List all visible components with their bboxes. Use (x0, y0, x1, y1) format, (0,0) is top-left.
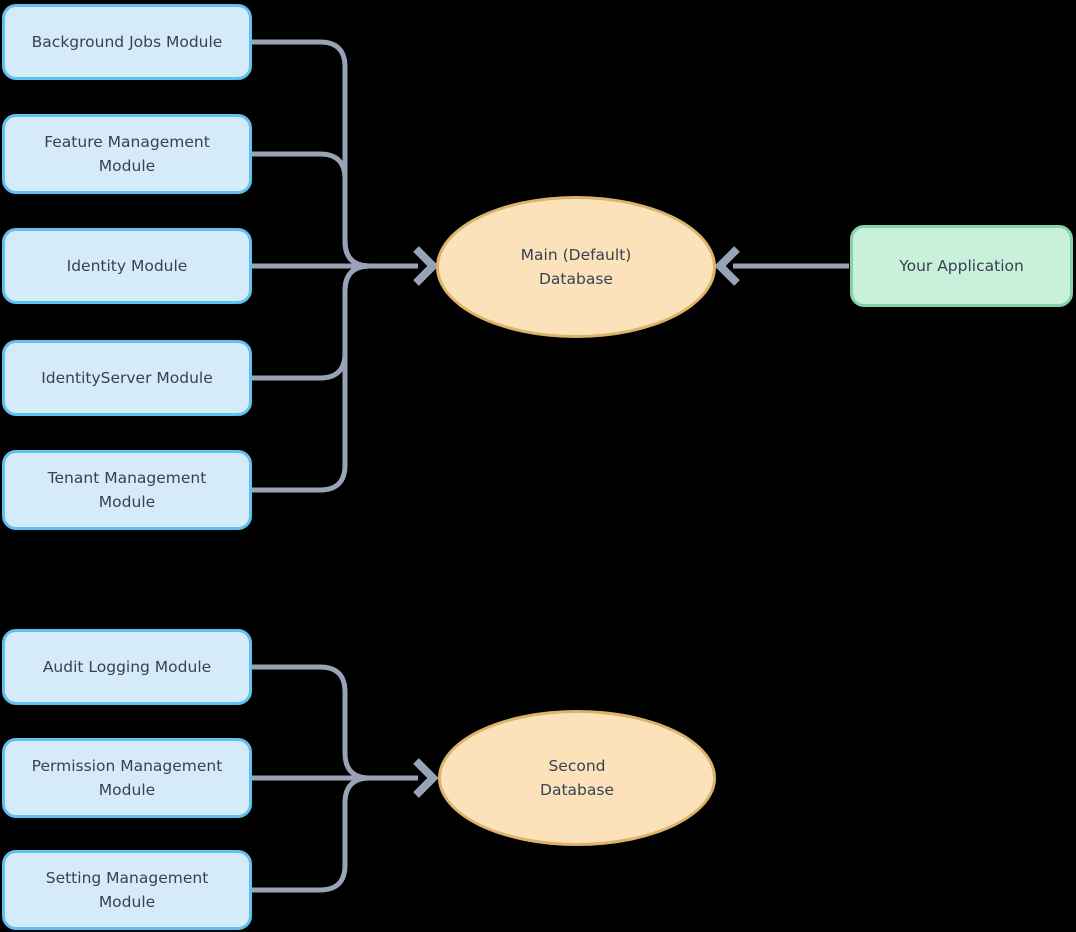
module-label: Permission Management Module (31, 757, 223, 799)
module-box-setting-management: Setting Management Module (2, 850, 252, 930)
connector-audit-logging (252, 664, 418, 781)
database-main-default: Main (Default) Database (436, 196, 716, 338)
module-box-background-jobs: Background Jobs Module (2, 4, 252, 80)
module-box-identity: Identity Module (2, 228, 252, 304)
application-label: Your Application (899, 257, 1024, 275)
connector-tenant-management (252, 263, 371, 493)
module-box-permission-management: Permission Management Module (2, 738, 252, 818)
module-label: Feature Management Module (44, 133, 210, 175)
module-box-feature-management: Feature Management Module (2, 114, 252, 194)
module-box-identityserver: IdentityServer Module (2, 340, 252, 416)
arrowhead-from-application-icon (714, 246, 740, 286)
your-application-box: Your Application (850, 225, 1073, 307)
connector-identityserver (252, 263, 371, 381)
connector-feature-management (252, 151, 371, 269)
arrowhead-second-database-icon (413, 758, 439, 798)
module-label: Tenant Management Module (47, 469, 207, 511)
module-box-audit-logging: Audit Logging Module (2, 629, 252, 705)
module-label: Background Jobs Module (31, 33, 223, 51)
module-label: Setting Management Module (45, 869, 209, 911)
database-label: Second Database (540, 757, 614, 799)
module-label: IdentityServer Module (41, 369, 213, 387)
database-second: Second Database (438, 710, 716, 846)
module-box-tenant-management: Tenant Management Module (2, 450, 252, 530)
module-label: Audit Logging Module (42, 658, 212, 676)
database-label: Main (Default) Database (520, 246, 632, 288)
arrowhead-main-database-icon (413, 246, 439, 286)
module-label: Identity Module (66, 257, 188, 275)
connector-setting-management (252, 775, 371, 893)
